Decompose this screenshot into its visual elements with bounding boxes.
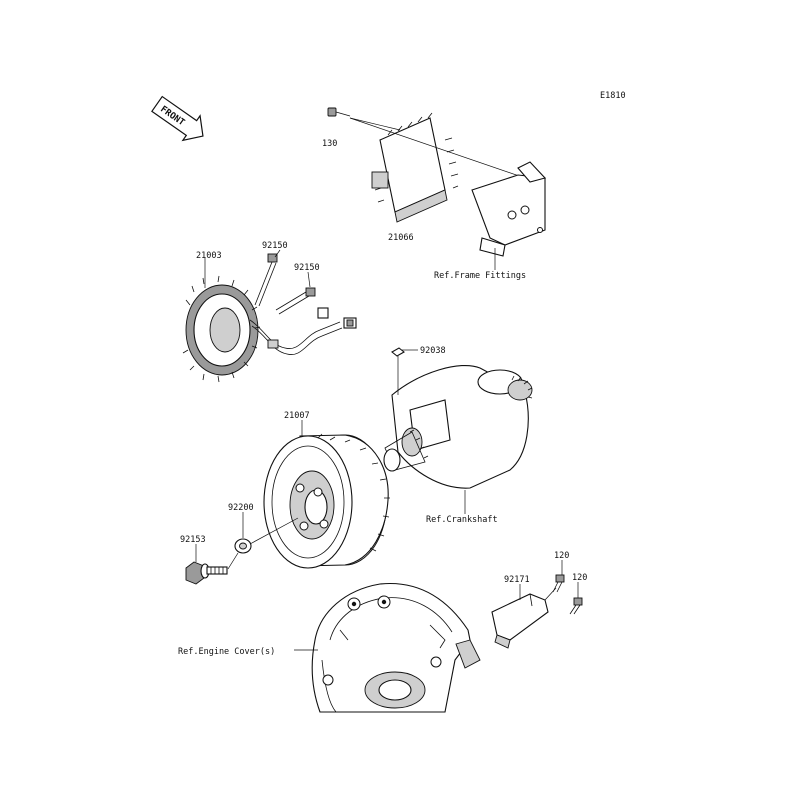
label-92171: 92171	[504, 575, 530, 585]
label-130: 130	[322, 139, 337, 149]
diagram-code: E1810	[600, 91, 626, 101]
bracket-92171	[491, 593, 549, 649]
label-92150-b: 92150	[294, 263, 320, 273]
bolt-92150-a	[254, 253, 278, 307]
label-ref-crankshaft: Ref.Crankshaft	[426, 515, 498, 525]
label-92150-a: 92150	[262, 241, 288, 251]
screw-120-b	[569, 597, 583, 615]
bolt-130	[327, 107, 351, 117]
label-ref-frame-fittings: Ref.Frame Fittings	[434, 271, 526, 281]
crankshaft	[383, 364, 533, 489]
rotor	[263, 433, 390, 569]
washer-92200	[234, 538, 252, 554]
stator	[182, 275, 357, 383]
label-21066: 21066	[388, 233, 414, 243]
label-21003: 21003	[196, 251, 222, 261]
engine-cover	[311, 582, 481, 713]
regulator-rectifier	[371, 112, 459, 223]
label-92153: 92153	[180, 535, 206, 545]
bolt-92153	[185, 561, 228, 585]
label-ref-engine-cover: Ref.Engine Cover(s)	[178, 647, 275, 657]
front-arrow-icon: FRONT	[151, 95, 204, 142]
label-21007: 21007	[284, 411, 310, 421]
label-120-b: 120	[572, 573, 587, 583]
label-92200: 92200	[228, 503, 254, 513]
bolt-92150-b	[275, 287, 316, 315]
frame-fitting-bracket	[471, 161, 547, 257]
key-92038	[391, 347, 405, 357]
label-92038: 92038	[420, 346, 446, 356]
label-120-a: 120	[554, 551, 569, 561]
